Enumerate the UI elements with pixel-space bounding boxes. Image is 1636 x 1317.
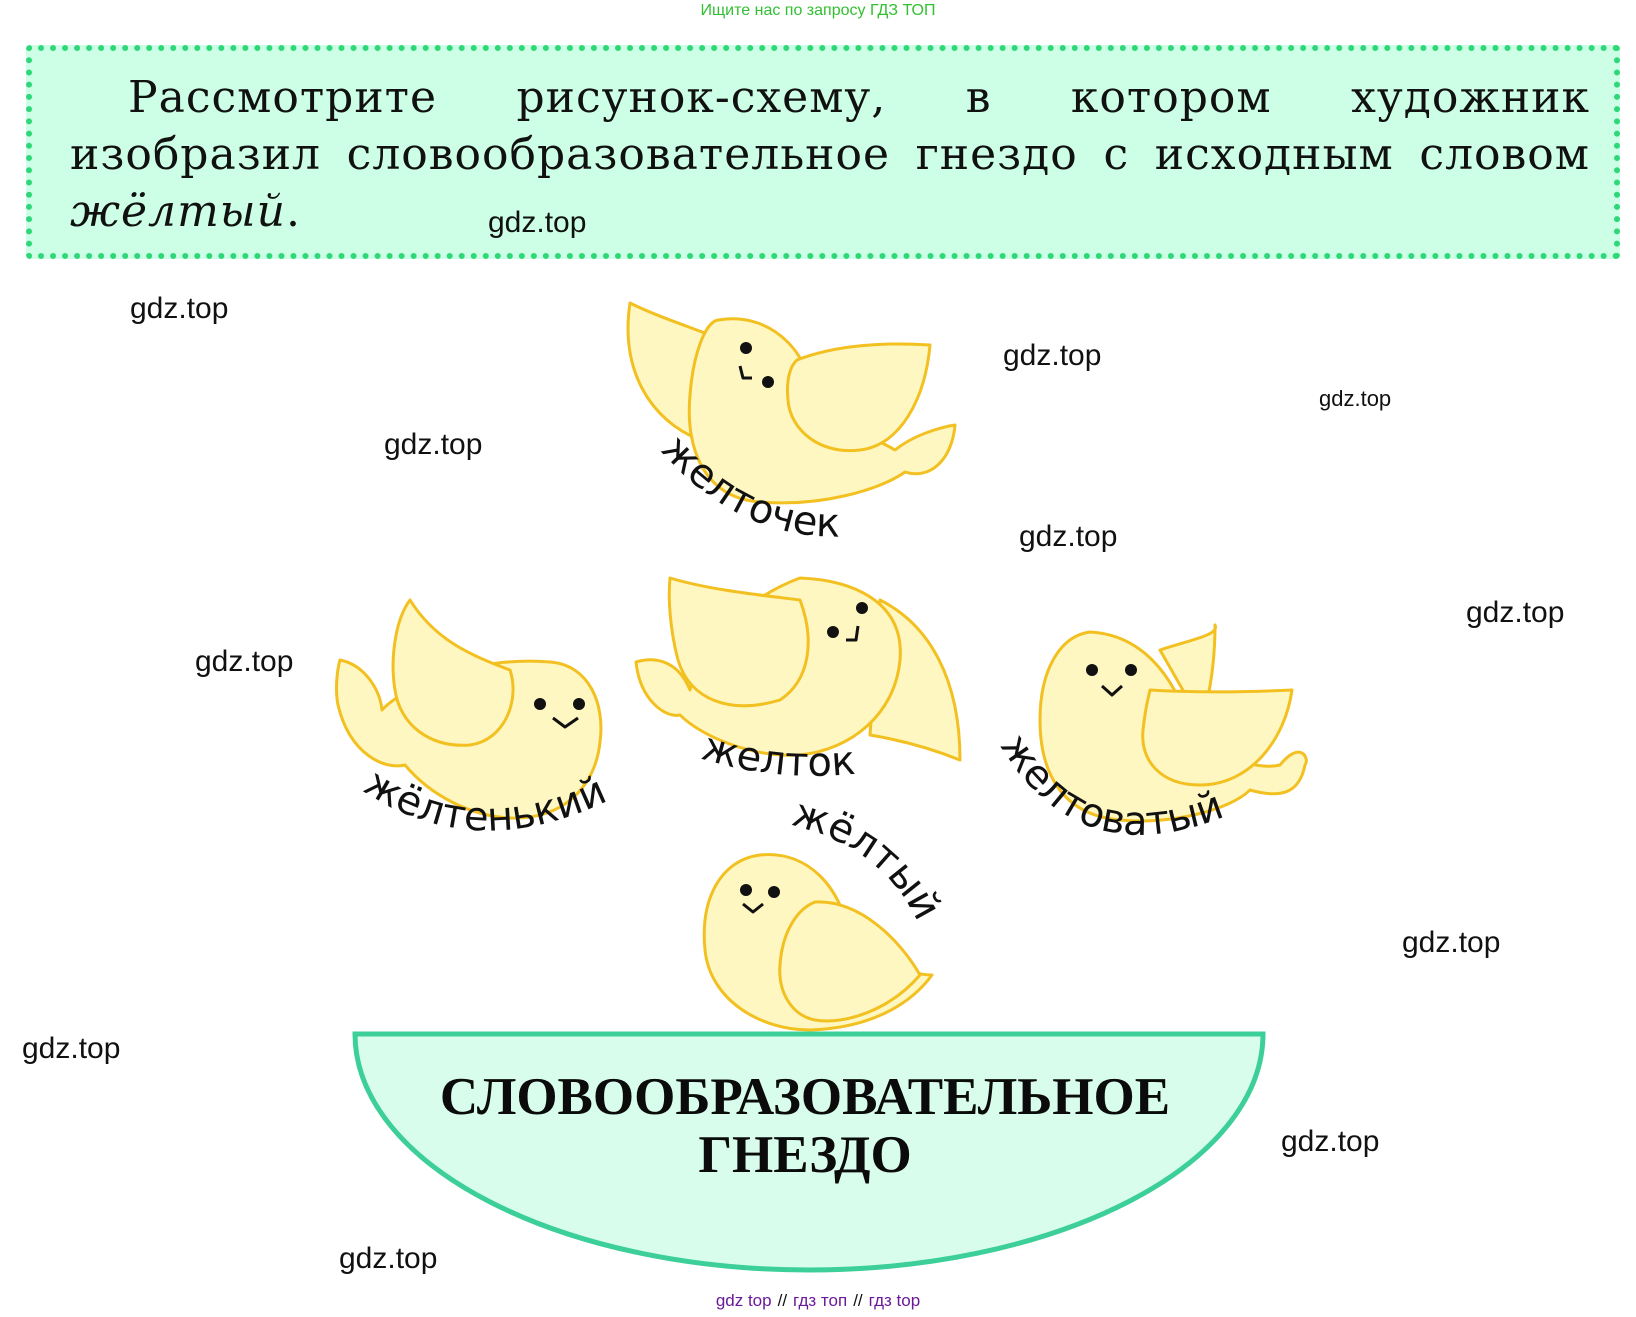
chick-top: [626, 301, 957, 505]
watermark: gdz.top: [1402, 926, 1501, 959]
watermark: gdz.top: [488, 206, 587, 239]
watermark: gdz.top: [384, 428, 483, 461]
watermark: gdz.top: [1281, 1125, 1380, 1158]
watermark: gdz.top: [195, 645, 294, 678]
nest-bowl: [352, 1031, 1266, 1273]
chick-left: [335, 598, 603, 820]
watermark: gdz.top: [1003, 339, 1102, 372]
footer: gdz top // гдз топ // гдз top: [0, 1291, 1636, 1311]
task-text: Рассмотрите рисунок-схему, в котором худ…: [70, 69, 1590, 240]
header-note: Ищите нас по запросу ГДЗ ТОП: [700, 2, 936, 19]
watermark: gdz.top: [130, 292, 229, 325]
watermark: gdz.top: [1019, 520, 1118, 553]
footer-sep: //: [777, 1291, 788, 1310]
nest-label-line2: ГНЕЗДО: [698, 1126, 912, 1184]
chick-center: [634, 576, 962, 762]
footer-link-1[interactable]: gdz top: [715, 1291, 772, 1310]
watermark: gdz.top: [1466, 596, 1565, 629]
watermark: gdz.top: [339, 1242, 438, 1275]
task-key-word: жёлтый: [70, 186, 286, 237]
task-box: Рассмотрите рисунок-схему, в котором худ…: [26, 45, 1620, 259]
footer-link-3[interactable]: гдз top: [868, 1291, 921, 1310]
watermark: gdz.top: [1319, 386, 1392, 411]
chick-right: [1038, 623, 1308, 823]
task-text-main: Рассмотрите рисунок-схему, в котором худ…: [70, 72, 1590, 180]
chick-bottom: [702, 853, 934, 1032]
task-text-end: .: [285, 186, 301, 237]
watermark: gdz.top: [22, 1032, 121, 1065]
nest-label-line1: СЛОВООБРАЗОВАТЕЛЬНОЕ: [439, 1068, 1171, 1126]
nest-label: СЛОВООБРАЗОВАТЕЛЬНОЕ ГНЕЗДО: [355, 1068, 1255, 1184]
footer-sep: //: [853, 1291, 863, 1310]
footer-link-2[interactable]: гдз топ: [793, 1291, 848, 1310]
